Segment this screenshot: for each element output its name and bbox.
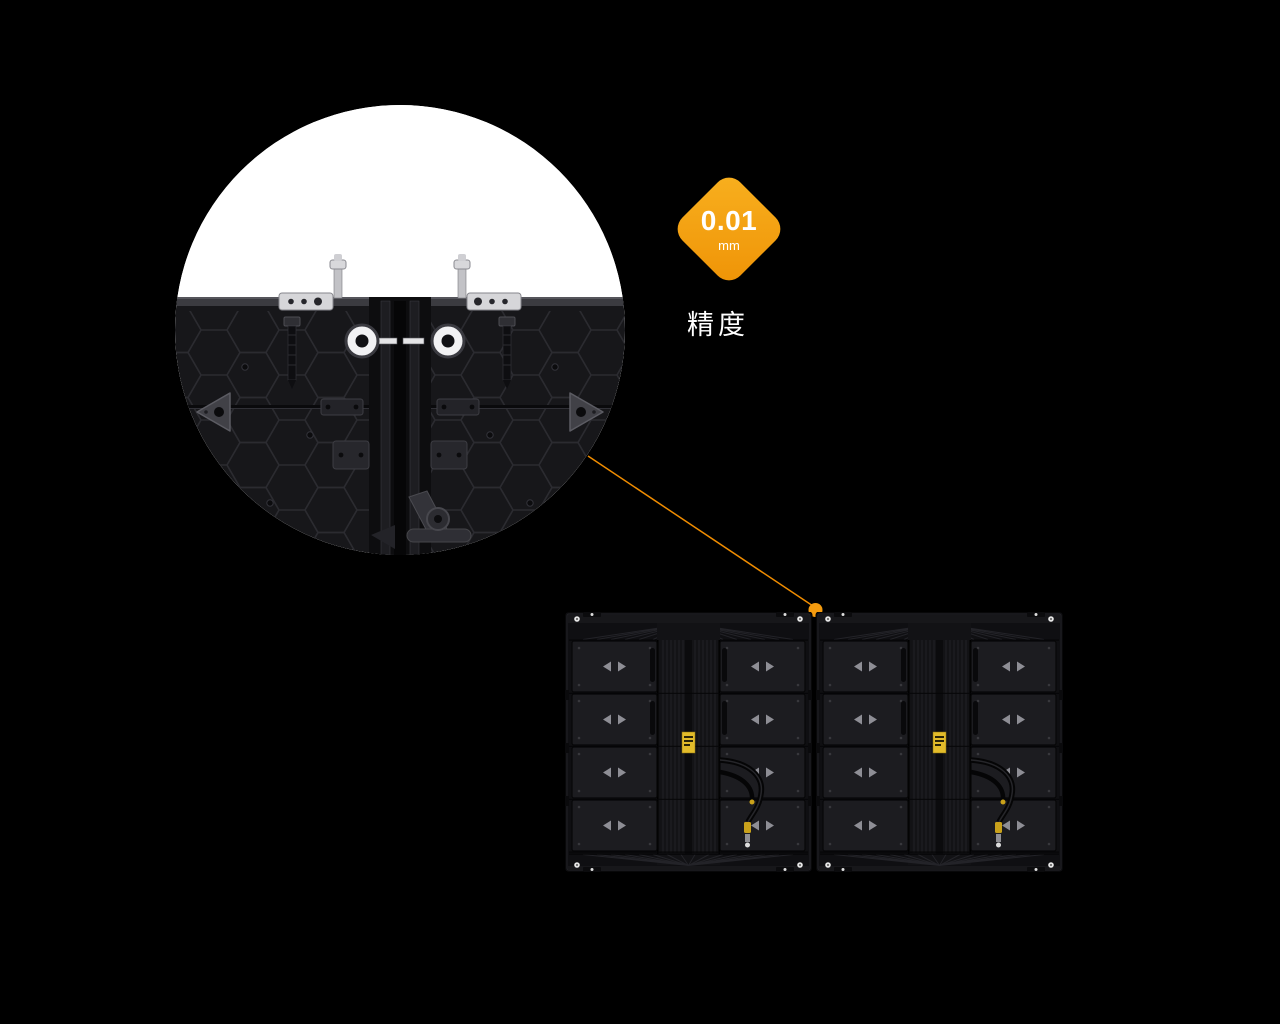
guide-pin-right <box>453 254 471 299</box>
lock-screw-right <box>498 316 516 389</box>
magnifier-circle <box>175 105 625 555</box>
alignment-knob-right <box>402 323 466 359</box>
alignment-knob-left <box>344 323 398 359</box>
precision-badge: 0.01 mm <box>671 171 787 287</box>
led-cabinet-pair <box>565 612 1063 872</box>
callout-line <box>587 455 814 607</box>
lock-screw-left <box>283 316 301 389</box>
guide-pin-left <box>329 254 347 299</box>
lower-bracket-left <box>332 440 370 470</box>
panel-screws <box>241 363 559 507</box>
top-plate-left <box>278 292 334 311</box>
badge-unit: mm <box>718 237 740 253</box>
precision-badge-content: 0.01 mm <box>688 188 770 270</box>
panel-pair <box>175 254 625 555</box>
lock-clamp <box>371 490 472 549</box>
top-plate-right <box>466 292 522 311</box>
lower-bracket-right <box>430 440 468 470</box>
seam-closeup-graphic <box>175 105 625 555</box>
precision-label: 精度 <box>687 310 749 340</box>
corner-bracket-left <box>196 392 231 432</box>
badge-value: 0.01 <box>700 204 758 236</box>
cabinet-left <box>565 612 812 872</box>
cabinet-right <box>816 612 1063 872</box>
corner-bracket-right <box>569 392 604 432</box>
